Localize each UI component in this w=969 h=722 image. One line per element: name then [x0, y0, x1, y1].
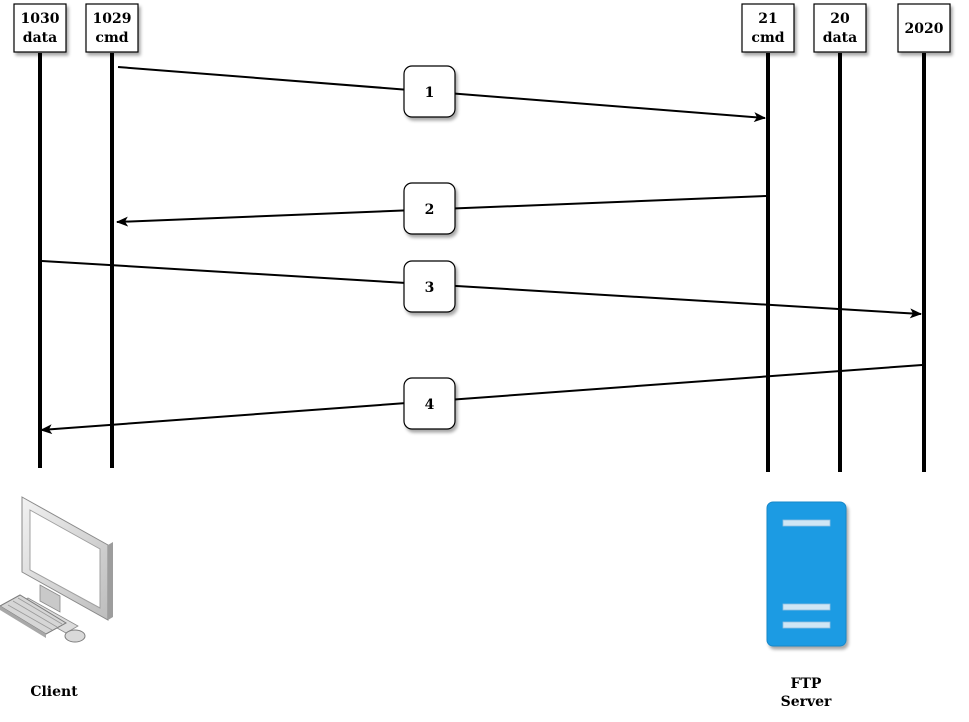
- port-box-20: [813, 3, 867, 53]
- step-box-2: [403, 182, 456, 235]
- step-label-3: 3: [425, 280, 435, 296]
- port-label-1030: 1030: [21, 11, 60, 27]
- port-sublabel-20: data: [823, 30, 857, 46]
- port-sublabel-1029: cmd: [95, 30, 128, 46]
- port-boxes: 1030 data 1029 cmd 21 cmd 20 data 2020: [13, 3, 951, 53]
- step-box-3: [403, 260, 456, 313]
- port-label-1029: 1029: [93, 11, 132, 27]
- step-label-2: 2: [425, 202, 435, 218]
- arrow-step-3: [41, 260, 922, 319]
- client-label: Client: [30, 684, 78, 700]
- port-sublabel-21: cmd: [751, 30, 784, 46]
- step-box-4: [403, 377, 456, 430]
- port-label-2020: 2020: [905, 21, 944, 37]
- step-label-1: 1: [425, 85, 435, 101]
- step-label-4: 4: [425, 397, 435, 413]
- port-sublabel-1030: data: [23, 30, 57, 46]
- port-box-1029: [85, 3, 139, 53]
- message-arrows: [40, 66, 923, 435]
- server-label-line1: FTP: [791, 676, 822, 692]
- port-label-21: 21: [758, 11, 777, 27]
- step-box-1: [403, 65, 456, 118]
- server-label-line2: Server: [781, 694, 832, 710]
- port-label-20: 20: [830, 11, 850, 27]
- port-box-1030: [13, 3, 67, 53]
- port-box-2020: [897, 3, 951, 53]
- desktop-computer-icon: [0, 496, 113, 643]
- arrow-step-4: [40, 364, 923, 435]
- step-labels: 1 2 3 4: [403, 65, 456, 430]
- lifelines: [38, 53, 926, 472]
- port-box-21: [741, 3, 795, 53]
- server-tower-icon: [766, 501, 847, 647]
